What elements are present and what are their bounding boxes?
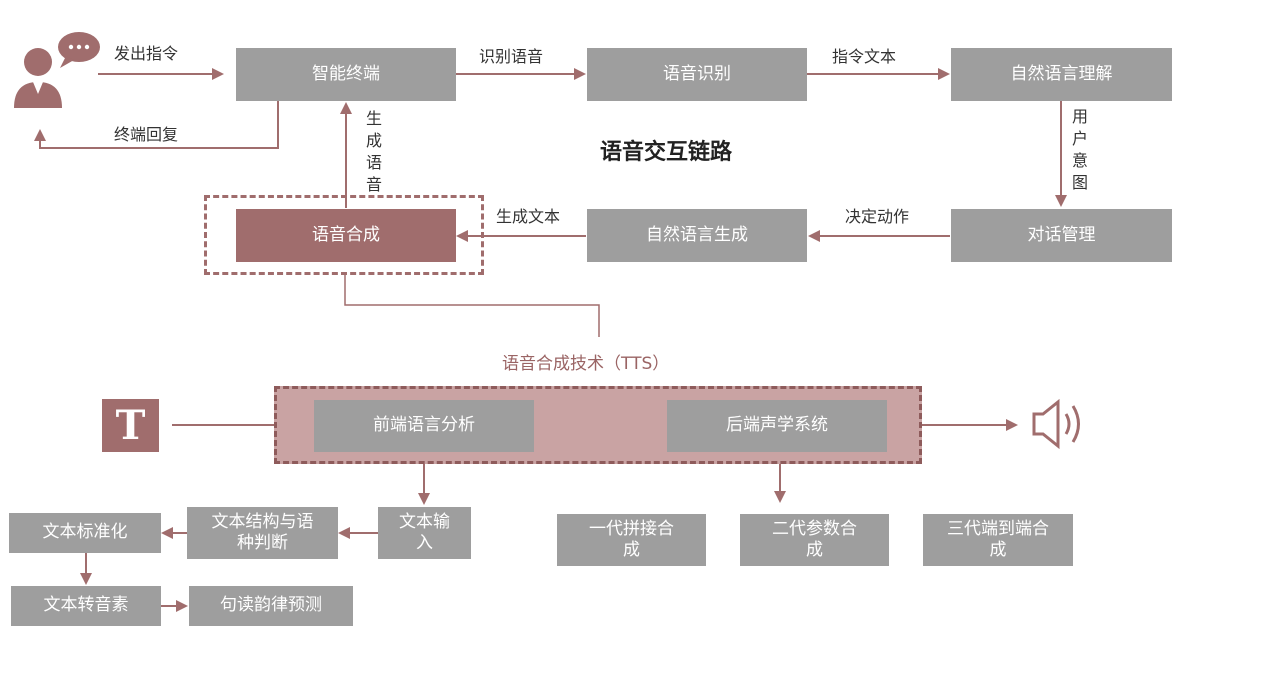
- user-avatar-icon: [14, 48, 62, 108]
- speaker-icon: [1032, 398, 1080, 450]
- label-decide-action: 决定动作: [845, 207, 910, 226]
- arrow-terminal-reply: [34, 101, 279, 149]
- structure-language-box: 文本结构与语种判断: [187, 507, 338, 559]
- gen1-concatenative-label: 一代拼接合成: [589, 518, 674, 560]
- label-send-command: 发出指令: [114, 44, 179, 63]
- nlu-label: 自然语言理解: [1010, 63, 1113, 84]
- dialog-management-box: 对话管理: [951, 209, 1172, 262]
- top-title: 语音交互链路: [600, 140, 733, 165]
- frontend-analysis-label: 前端语言分析: [373, 415, 475, 436]
- text-t-glyph: T: [115, 402, 146, 449]
- asr-box: 语音识别: [587, 48, 807, 101]
- speech-bubble-icon: [58, 32, 100, 68]
- nlu-box: 自然语言理解: [951, 48, 1172, 101]
- grapheme-to-phoneme-box: 文本转音素: [11, 586, 161, 626]
- nlg-label: 自然语言生成: [646, 224, 748, 245]
- label-user-intent: 用户意图: [1071, 107, 1088, 192]
- link-tts-to-detail: [344, 275, 600, 337]
- gen2-parametric-box: 二代参数合成: [740, 514, 889, 566]
- gen2-parametric-label: 二代参数合成: [772, 518, 857, 560]
- smart-terminal-label: 智能终端: [312, 63, 380, 84]
- backend-acoustic-label: 后端声学系统: [726, 415, 828, 436]
- grapheme-to-phoneme-label: 文本转音素: [43, 595, 129, 616]
- prosody-prediction-box: 句读韵律预测: [189, 586, 353, 626]
- text-normalization-label: 文本标准化: [42, 522, 128, 543]
- text-input-label: 文本输入: [399, 511, 450, 553]
- prosody-prediction-label: 句读韵律预测: [220, 595, 322, 616]
- gen1-concatenative-box: 一代拼接合成: [557, 514, 706, 566]
- tts-box: 语音合成: [236, 209, 456, 262]
- tts-highlight-frame: [204, 195, 484, 275]
- nlg-box: 自然语言生成: [587, 209, 807, 262]
- tts-section-title: 语音合成技术（TTS）: [502, 354, 670, 374]
- backend-acoustic-box: 后端声学系统: [667, 400, 887, 452]
- smart-terminal-box: 智能终端: [236, 48, 456, 101]
- label-command-text: 指令文本: [832, 47, 897, 66]
- gen3-end-to-end-box: 三代端到端合成: [923, 514, 1073, 566]
- label-terminal-reply: 终端回复: [114, 125, 179, 144]
- asr-label: 语音识别: [663, 63, 731, 84]
- gen3-end-to-end-label: 三代端到端合成: [947, 518, 1049, 560]
- text-normalization-box: 文本标准化: [9, 513, 161, 553]
- label-generate-text: 生成文本: [496, 207, 561, 226]
- structure-language-label: 文本结构与语种判断: [211, 511, 314, 553]
- frontend-analysis-box: 前端语言分析: [314, 400, 534, 452]
- text-input-box: 文本输入: [378, 507, 471, 559]
- label-generate-speech: 生成语音: [365, 109, 382, 194]
- label-recognize-speech: 识别语音: [479, 47, 544, 66]
- tts-label: 语音合成: [312, 224, 380, 245]
- text-t-icon: T: [102, 399, 159, 452]
- dialog-management-label: 对话管理: [1027, 224, 1096, 245]
